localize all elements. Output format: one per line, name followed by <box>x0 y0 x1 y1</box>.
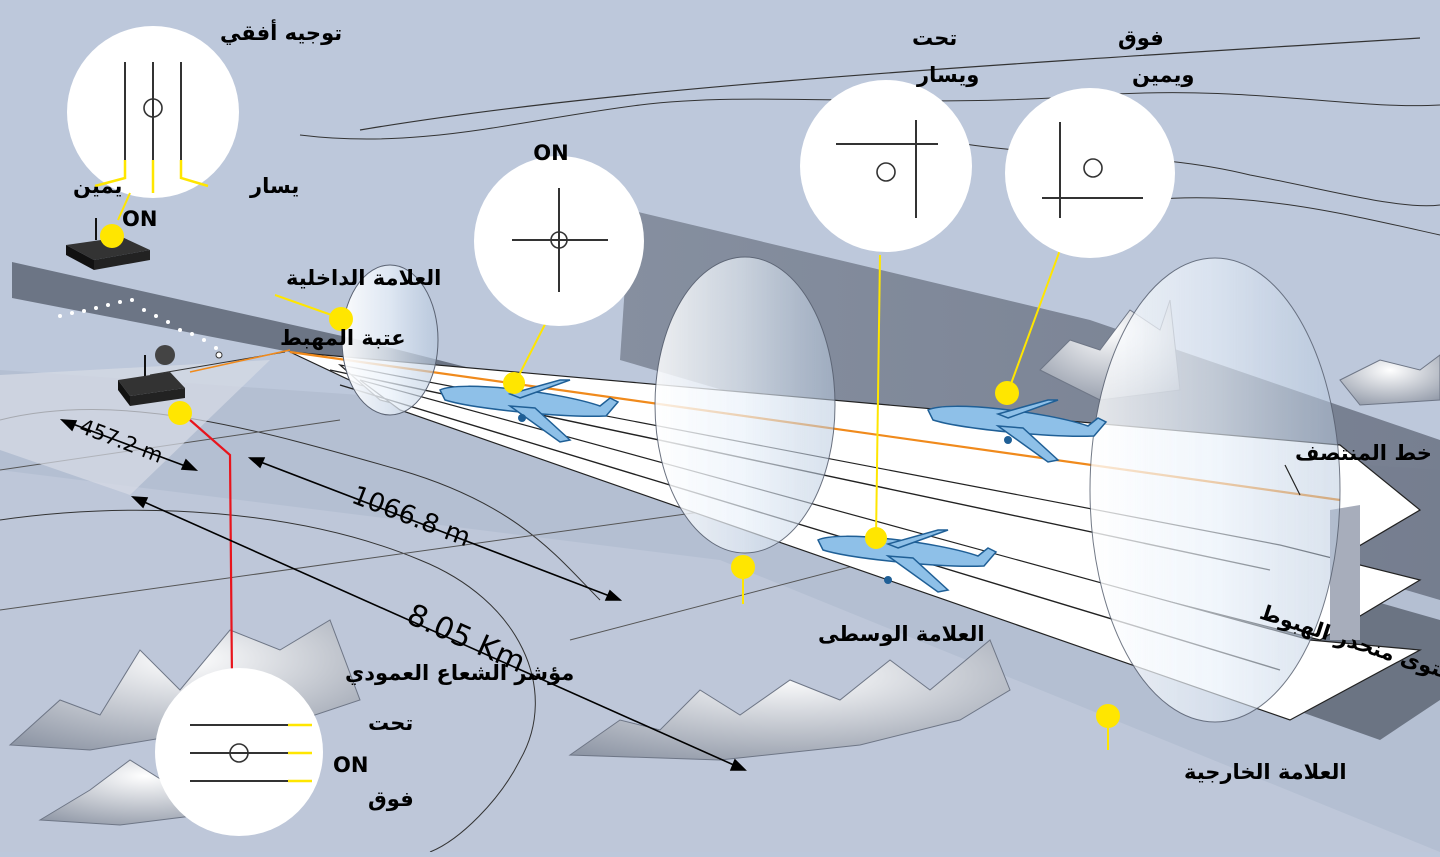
on-course-dial <box>474 156 644 326</box>
aircraft-above-right <box>926 399 1108 463</box>
callouts <box>274 249 1120 750</box>
runway-area <box>58 298 291 376</box>
glideslope-signal-line <box>189 419 234 681</box>
on-course-dot <box>503 372 525 394</box>
label-outer-marker: العلامة الخارجية <box>1184 760 1347 784</box>
label-glideslope-on: ON <box>533 141 568 165</box>
label-below-left-line2: ويسار <box>916 63 979 87</box>
glideslope-transmitter <box>118 355 234 681</box>
middle-marker-dot <box>731 555 755 579</box>
below-left-dial <box>800 80 972 252</box>
label-runway-threshold: عتبة المهبط <box>280 326 406 350</box>
label-vertical-below: تحت <box>368 711 413 735</box>
label-inner-marker: العلامة الداخلية <box>286 266 441 290</box>
inner-marker-dot <box>329 307 353 331</box>
label-below-left-line1: تحت <box>912 26 957 50</box>
label-vertical-above: فوق <box>368 787 414 811</box>
below-left-dot <box>865 527 887 549</box>
horizontal-guidance-dial <box>67 26 239 221</box>
outer-marker-dot <box>1096 704 1120 728</box>
localizer-transmitter <box>66 218 150 270</box>
label-vertical-on: ON <box>333 753 368 777</box>
aircraft-on-course <box>438 379 620 443</box>
label-left: يسار <box>249 174 299 198</box>
label-middle-marker: العلامة الوسطى <box>818 622 985 646</box>
label-vertical-beam-indicator: مؤشر الشعاع العمودي <box>345 661 574 686</box>
label-right: يمين <box>73 174 122 198</box>
label-pointers <box>1284 464 1301 496</box>
aircraft-below-left <box>816 529 998 593</box>
marker-lobes <box>341 256 1341 723</box>
label-above-right-line1: فوق <box>1118 26 1164 50</box>
label-above-right-line2: ويمين <box>1132 63 1195 87</box>
threshold-beacon <box>155 345 175 365</box>
distance-arrows <box>59 419 747 771</box>
label-horizontal-guidance: توجيه أفقي <box>220 18 342 45</box>
above-right-dial <box>1005 88 1175 258</box>
label-centerline: خط المنتصف <box>1295 441 1432 465</box>
vertical-beam-dial <box>155 668 323 836</box>
label-localizer-on: ON <box>122 207 157 231</box>
above-right-dot <box>995 381 1019 405</box>
runway-lights <box>58 298 218 350</box>
